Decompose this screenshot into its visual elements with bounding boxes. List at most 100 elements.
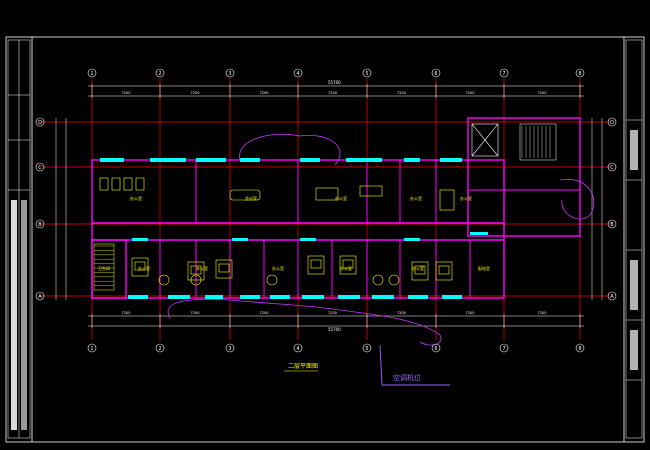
- window-corridor-4: [470, 232, 488, 235]
- axis-label-top-6: 6: [434, 71, 437, 77]
- room-label-north-1: 会议室: [245, 195, 257, 201]
- window-south-6: [338, 295, 360, 299]
- toilet-fixture-2: [123, 177, 133, 191]
- room-label-south-4: 办公室: [340, 265, 352, 271]
- office-chair-6: [438, 265, 450, 275]
- axis-label-bottom-8: 8: [578, 346, 581, 352]
- window-north-4: [300, 158, 320, 162]
- grid-dim-top-3: 7200: [260, 91, 269, 95]
- grid-dim-top-4: 7200: [328, 91, 337, 95]
- window-south-2: [205, 295, 223, 299]
- office-desk-2: [215, 259, 233, 279]
- axis-bubble-top-5: [362, 68, 372, 78]
- axis-bubble-top-4: [293, 68, 303, 78]
- axis-label-bottom-6: 6: [434, 346, 437, 352]
- window-corridor-1: [232, 238, 248, 241]
- room-label-south-5: 办公室: [412, 265, 424, 271]
- axis-bubble-top-8: [575, 68, 585, 78]
- axis-label-top-4: 4: [296, 71, 299, 77]
- toilet-fixture-0: [99, 177, 109, 191]
- axis-label-top-2: 2: [158, 71, 161, 77]
- interior-partitions: [125, 160, 580, 298]
- axis-bubble-bottom-1: [87, 343, 97, 353]
- room-label-south-1: 办公室: [138, 265, 150, 271]
- axis-bubble-bottom-3: [225, 343, 235, 353]
- office-desk-3: [307, 255, 325, 275]
- axis-label-top-8: 8: [578, 71, 581, 77]
- grid-dim-top-1: 7200: [122, 91, 131, 95]
- axis-label-bottom-4: 4: [296, 346, 299, 352]
- toilet-fixture-3: [135, 177, 145, 191]
- title-block-left: [7, 39, 31, 439]
- room-label-south-2: 办公室: [196, 265, 208, 271]
- title-block-right: [625, 39, 643, 439]
- axis-label-bottom-7: 7: [502, 346, 505, 352]
- axis-label-top-7: 7: [502, 71, 505, 77]
- axis-label-right-C: C: [610, 165, 614, 171]
- axis-bubble-bottom-2: [155, 343, 165, 353]
- axis-bubble-left-C: [35, 162, 45, 172]
- axis-bubble-right-D: [607, 117, 617, 127]
- room-label-south-6: 配电室: [478, 265, 490, 271]
- axis-bubble-top-6: [431, 68, 441, 78]
- total-dimension-top: 55700: [328, 80, 341, 85]
- room-label-north-2: 办公室: [335, 195, 347, 201]
- grid-dim-bottom-5: 7200: [397, 311, 406, 315]
- room-label-south-3: 办公室: [272, 265, 284, 271]
- office-desk-5: [411, 261, 429, 281]
- office-chair-0: [134, 261, 146, 271]
- room-label-north-4: 办公室: [460, 195, 472, 201]
- axis-bubble-bottom-5: [362, 343, 372, 353]
- grid-dim-bottom-6: 7200: [466, 311, 475, 315]
- axis-bubble-bottom-4: [293, 343, 303, 353]
- axis-bubble-top-7: [499, 68, 509, 78]
- window-north-0: [100, 158, 124, 162]
- office-desk-6: [435, 261, 453, 281]
- axis-bubble-right-A: [607, 291, 617, 301]
- grid-dim-bottom-2: 7200: [191, 311, 200, 315]
- ac-position-callout: 空调机位: [393, 373, 421, 382]
- window-north-1: [150, 158, 186, 162]
- window-north-5: [346, 158, 382, 162]
- ac-callout-leader: [379, 344, 450, 386]
- axis-bubble-bottom-7: [499, 343, 509, 353]
- axis-label-top-1: 1: [90, 71, 93, 77]
- ceiling-fan-2: [266, 274, 278, 286]
- axis-label-left-B: B: [38, 222, 42, 228]
- office-chair-4: [342, 259, 354, 269]
- title-block-left-text: [11, 200, 27, 430]
- desk-cluster-b: [359, 185, 383, 197]
- dimension-lines: [55, 84, 603, 328]
- axis-bubble-top-3: [225, 68, 235, 78]
- grid-dim-bottom-3: 7200: [260, 311, 269, 315]
- axis-label-bottom-1: 1: [90, 346, 93, 352]
- axis-label-right-D: D: [610, 120, 614, 126]
- axis-label-bottom-3: 3: [228, 346, 231, 352]
- office-chair-2: [218, 263, 230, 273]
- window-south-7: [372, 295, 394, 299]
- ceiling-fan-1: [190, 274, 202, 286]
- office-desk-1: [187, 261, 205, 281]
- office-desk-0: [131, 257, 149, 277]
- window-south-4: [270, 295, 290, 299]
- window-corridor-0: [132, 238, 148, 241]
- drawing-frame: [5, 36, 645, 443]
- room-label-south-0: 卫生间: [98, 265, 110, 271]
- conference-table: [229, 189, 261, 201]
- window-south-1: [168, 295, 190, 299]
- axis-label-right-A: A: [610, 294, 614, 300]
- drawing-title: 二层平面图: [288, 363, 318, 370]
- grid-dim-top-7: 7200: [538, 91, 547, 95]
- window-south-8: [408, 295, 428, 299]
- axis-bubble-top-1: [87, 68, 97, 78]
- axis-label-left-D: D: [38, 120, 42, 126]
- window-north-2: [196, 158, 226, 162]
- window-north-7: [440, 158, 462, 162]
- windows: [100, 158, 488, 299]
- axis-bubble-top-2: [155, 68, 165, 78]
- stair-west-treads: [94, 245, 114, 286]
- axis-bubble-bottom-8: [575, 343, 585, 353]
